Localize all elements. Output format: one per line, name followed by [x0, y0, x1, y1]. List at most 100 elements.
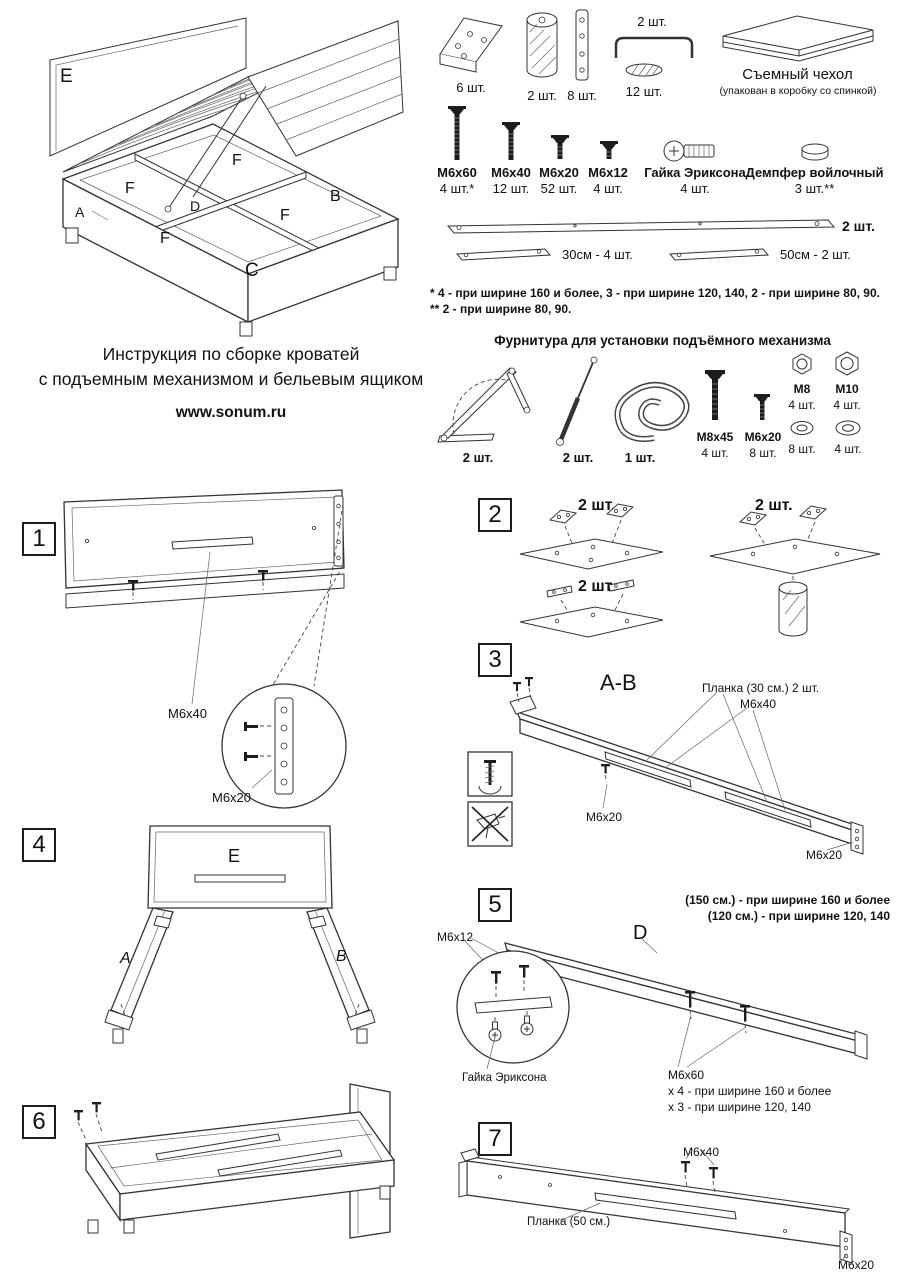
step3-title: A-B: [600, 670, 637, 695]
long-rail-qty: 2 шт.: [842, 218, 875, 234]
bed-isometric-drawing: [49, 17, 404, 337]
step6-number: 6: [22, 1105, 56, 1139]
bed-label-a: A: [75, 204, 85, 220]
step7-number: 7: [478, 1122, 512, 1156]
step7-diagram: [455, 1135, 900, 1280]
step2-qty2-label: 2 шт.: [755, 497, 793, 514]
step7-plank-label: Планка (50 см.): [527, 1216, 611, 1228]
step5-d-label: D: [633, 922, 648, 944]
nut-m10-qty: 4 шт.: [833, 398, 861, 412]
step4-b-label: B: [336, 948, 347, 965]
step1-number: 1: [22, 522, 56, 556]
lift-kit-title: Фурнитура для установки подъёмного механ…: [494, 333, 831, 348]
u-bracket-qty: 2 шт.: [637, 14, 667, 29]
step7-m6x40-label: М6х40: [683, 1145, 720, 1159]
bolt-m6x60-label: М6х60: [437, 165, 477, 180]
step3-m6x40-label: М6х40: [740, 697, 777, 711]
bolt-m6x20-lift-qty: 8 шт.: [749, 446, 777, 460]
flat-plate-qty: 8 шт.: [567, 88, 597, 103]
dowel-icon: [622, 62, 666, 78]
step4-a-label: A: [120, 950, 131, 967]
step4-number: 4: [22, 828, 56, 862]
step6-diagram: [28, 1082, 438, 1280]
bolt-m8x45-qty: 4 шт.: [701, 446, 729, 460]
u-bracket-icon: [610, 34, 698, 60]
bolt-m6x20-qty: 52 шт.: [540, 181, 578, 196]
gas-strut-qty: 2 шт.: [562, 450, 594, 465]
step3-plank-label: Планка (30 см.) 2 шт.: [702, 681, 820, 695]
step3-diagram: [455, 660, 895, 872]
washer-large-qty: 4 шт.: [834, 442, 862, 456]
corner-bracket-icon: [430, 6, 510, 78]
bolt-m8x45-icon: [702, 368, 728, 426]
nut-m10-icon: [833, 350, 861, 377]
dowel-qty: 12 шт.: [625, 84, 663, 99]
cover-icon: [715, 8, 880, 66]
step3-number: 3: [478, 643, 512, 677]
step5-erikson-label: Гайка Эриксона: [462, 1072, 547, 1084]
step5-m6x60-label: М6х60: [668, 1068, 705, 1082]
flat-plate-icon: [572, 8, 592, 84]
bolt-m6x20-icon: [545, 133, 575, 163]
bed-label-e: E: [60, 66, 73, 87]
washer-large-icon: [834, 419, 862, 437]
step2-diagram: [495, 492, 895, 658]
erikson-nut-qty: 4 шт.: [680, 181, 710, 196]
bolt-m6x20-label: М6х20: [539, 165, 579, 180]
bolt-m6x60-qty: 4 шт.*: [439, 181, 475, 196]
felt-damper-icon: [798, 142, 832, 164]
rail-50cm-icon: [668, 246, 773, 262]
strap-icon: [608, 356, 700, 448]
bolt-m6x40-qty: 12 шт.: [492, 181, 530, 196]
bolt-m6x12-qty: 4 шт.: [593, 181, 623, 196]
lift-mechanism-icon: [432, 352, 542, 448]
washer-small-icon: [789, 420, 815, 437]
step4-diagram: [65, 820, 415, 1070]
felt-damper-qty: 3 шт.**: [794, 181, 835, 196]
felt-damper-label: Демпфер войлочный: [745, 165, 884, 180]
bed-label-d: D: [190, 198, 201, 214]
step2-qty1-label: 2 шт.: [578, 497, 616, 514]
bolt-m6x60-icon: [442, 104, 472, 164]
bed-label-f3: F: [160, 230, 170, 247]
bed-label-f1: F: [125, 180, 135, 197]
step5-number: 5: [478, 888, 512, 922]
step5-m6x60-note1: х 4 - при ширине 160 и более: [668, 1084, 832, 1098]
title-block: Инструкция по сборке кроватей с подъемны…: [22, 344, 440, 422]
bolt-m6x40-label: М6х40: [491, 165, 531, 180]
cover-title: Съемный чехол: [742, 66, 853, 83]
bolt-m6x40-icon: [496, 120, 526, 164]
footnote-1: * 4 - при ширине 160 и более, 3 - при ши…: [430, 286, 880, 300]
step1-m6x40-label: М6х40: [168, 706, 208, 721]
main-bed-diagram: E F F D F F B A C: [8, 4, 428, 342]
strap-qty: 1 шт.: [624, 450, 656, 465]
cover-note: (упакован в коробку со спинкой): [719, 85, 877, 97]
website-url: www.sonum.ru: [175, 404, 287, 421]
bolt-m6x20-lift-icon: [750, 392, 774, 426]
corner-bracket-qty: 6 шт.: [456, 80, 486, 95]
bolt-m8x45-label: М8х45: [696, 430, 734, 444]
step3-m6x20a-label: М6х20: [586, 810, 623, 824]
nut-m8-icon: [790, 352, 814, 376]
step1-m6x20-label: М6х20: [212, 790, 252, 805]
bolt-m6x12-label: М6х12: [588, 165, 628, 180]
step2-qty3-label: 2 шт.: [578, 578, 616, 595]
bolt-m6x12-icon: [594, 139, 624, 163]
step5-diagram: [435, 895, 895, 1095]
bed-label-f2: F: [232, 152, 242, 169]
rail-30cm-label: 30см - 4 шт.: [562, 247, 633, 262]
long-rail-icon: [445, 218, 840, 236]
step1-diagram: [52, 486, 412, 816]
lift-mechanism-qty: 2 шт.: [462, 450, 494, 465]
step4-e-label: E: [228, 846, 241, 866]
step3-m6x20b-label: М6х20: [806, 848, 843, 862]
bed-label-f4: F: [280, 207, 290, 224]
doc-title-line2: с подъемным механизмом и бельевым ящиком: [38, 369, 424, 389]
nut-m8-label: М8: [793, 382, 811, 396]
bed-label-b: B: [330, 188, 341, 205]
erikson-nut-label: Гайка Эриксона: [644, 165, 746, 180]
step5-m6x60-note2: х 3 - при ширине 120, 140: [668, 1100, 811, 1114]
nut-m10-label: М10: [835, 382, 859, 396]
rail-30cm-icon: [455, 246, 555, 262]
bed-label-c: C: [245, 260, 259, 281]
